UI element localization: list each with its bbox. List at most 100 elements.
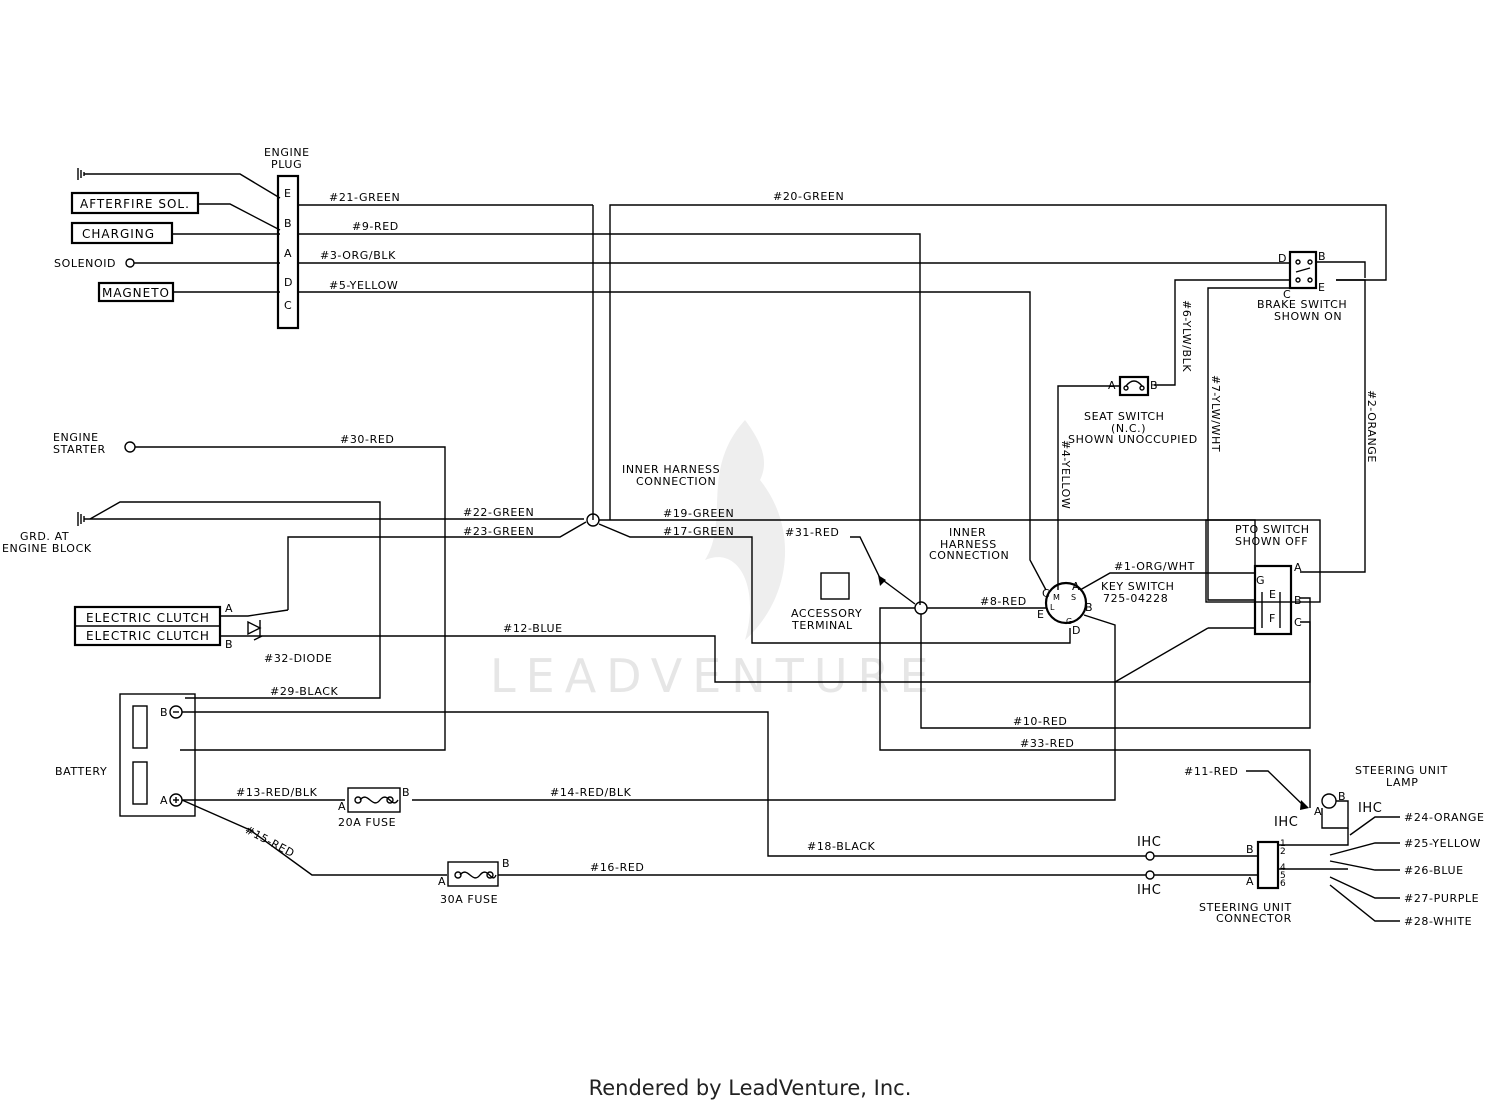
svg-text:G: G	[1066, 617, 1073, 626]
wire-24-label: #24-ORANGE	[1404, 811, 1485, 824]
engine-plug-pin-b: B	[284, 217, 292, 230]
engine-plug-label: ENGINE	[264, 146, 310, 159]
wire-4-label: #4-YELLOW	[1059, 440, 1072, 509]
svg-text:4: 4	[1280, 863, 1286, 873]
wire-18-label: #18-BLACK	[807, 840, 876, 853]
afterfire-sol-label: AFTERFIRE SOL.	[80, 197, 190, 211]
wire-14-label: #14-RED/BLK	[550, 786, 632, 799]
svg-text:E: E	[1318, 281, 1326, 294]
diode-label: #32-DIODE	[264, 652, 332, 665]
brake-switch: D B C E BRAKE SWITCH SHOWN ON	[1257, 250, 1347, 323]
pto-switch-label: PTO SWITCH	[1235, 523, 1310, 536]
wire-30-label: #30-RED	[340, 433, 394, 446]
ihc-point-18	[1145, 851, 1155, 861]
fuse-30a-label: 30A FUSE	[440, 893, 498, 906]
wire-3-label: #3-ORG/BLK	[320, 249, 396, 262]
wire-25-label: #25-YELLOW	[1404, 837, 1481, 850]
ground-label: GRD. AT	[20, 530, 69, 543]
svg-text:B: B	[1338, 790, 1346, 803]
wire-8-label: #8-RED	[980, 595, 1027, 608]
svg-text:E: E	[1269, 588, 1277, 601]
steering-connector-label-2: CONNECTOR	[1216, 912, 1292, 925]
wire-29-label: #29-BLACK	[270, 685, 339, 698]
svg-text:B: B	[502, 857, 510, 870]
wire-15-label: #15-RED	[243, 823, 297, 860]
svg-text:C: C	[1294, 616, 1302, 629]
svg-text:B: B	[160, 706, 168, 719]
engine-starter-label-2: STARTER	[53, 443, 106, 456]
svg-text:C: C	[1283, 288, 1291, 301]
svg-text:B: B	[1246, 843, 1254, 856]
wire-12-label: #12-BLUE	[503, 622, 563, 635]
fuse-20a: A B 20A FUSE	[338, 786, 410, 829]
wire-22-label: #22-GREEN	[463, 506, 534, 519]
seat-switch-label-3: SHOWN UNOCCUPIED	[1068, 433, 1198, 446]
wire-16-label: #16-RED	[590, 861, 644, 874]
wire-23-label: #23-GREEN	[463, 525, 534, 538]
wire-9-label: #9-RED	[352, 220, 399, 233]
seat-switch-label-2: (N.C.)	[1111, 422, 1146, 435]
svg-text:M: M	[1053, 593, 1061, 602]
svg-text:B: B	[1085, 601, 1093, 614]
svg-text:1: 1	[1280, 839, 1286, 849]
ground-symbol-engine-block	[77, 512, 85, 526]
svg-text:6: 6	[1280, 879, 1286, 889]
svg-text:F: F	[1269, 612, 1276, 625]
svg-text:B: B	[1318, 250, 1326, 263]
svg-text:A: A	[1314, 805, 1322, 818]
charging-box	[70, 221, 174, 245]
watermark: LEADVENTURE	[490, 420, 929, 703]
diode-icon	[247, 620, 263, 641]
ihc-label-16: IHC	[1137, 883, 1162, 898]
steering-lamp-icon	[1321, 793, 1337, 809]
steering-lamp-label: STEERING UNIT	[1355, 764, 1448, 777]
ground-symbol-top	[77, 168, 281, 199]
brake-switch-label-2: SHOWN ON	[1274, 310, 1342, 323]
engine-plug-body	[276, 174, 300, 330]
wire-11-arrow-icon	[1300, 800, 1309, 810]
wire-33-label: #33-RED	[1020, 737, 1074, 750]
battery-label: BATTERY	[55, 765, 107, 778]
steering-lamp-label-2: LAMP	[1386, 776, 1418, 789]
fuse-20a-label: 20A FUSE	[338, 816, 396, 829]
wire-6-label: #6-YLW/BLK	[1180, 300, 1193, 372]
charging-label: CHARGING	[82, 227, 155, 241]
wire-21-label: #21-GREEN	[329, 191, 400, 204]
svg-text:A: A	[160, 794, 168, 807]
svg-text:C: C	[1042, 587, 1050, 600]
svg-text:S: S	[1071, 593, 1077, 602]
engine-starter-terminal-icon	[124, 441, 136, 453]
footer-credit: Rendered by LeadVenture, Inc.	[588, 1076, 912, 1100]
wire-20-label: #20-GREEN	[773, 190, 844, 203]
wire-5-label: #5-YELLOW	[329, 279, 398, 292]
wire-13-label: #13-RED/BLK	[236, 786, 318, 799]
key-switch: M L S G A B C D E KEY SWITCH 725-04228	[1037, 580, 1174, 637]
magneto-label: MAGNETO	[102, 286, 170, 300]
ihc-label-18: IHC	[1137, 835, 1162, 850]
wire-2-label: #2-ORANGE	[1365, 390, 1378, 463]
wire-26-label: #26-BLUE	[1404, 864, 1464, 877]
electric-clutch-label-2: ELECTRIC CLUTCH	[86, 629, 210, 643]
solenoid-label: SOLENOID	[54, 257, 116, 270]
solenoid-terminal-icon	[125, 258, 135, 268]
wire-31-label: #31-RED	[785, 526, 839, 539]
svg-text:B: B	[402, 786, 410, 799]
svg-text:E: E	[1037, 608, 1045, 621]
svg-text:B: B	[1294, 594, 1302, 607]
wire-19-label: #19-GREEN	[663, 507, 734, 520]
engine-plug-pin-d: D	[284, 276, 293, 289]
steering-connector-label: STEERING UNIT	[1199, 901, 1292, 914]
wiring-diagram: LEADVENTURE ENGINE PLUG E B A D C AFTERF…	[2, 146, 1485, 928]
engine-plug: ENGINE PLUG E B A D C	[264, 146, 310, 330]
flame-logo-icon	[705, 420, 786, 640]
afterfire-sol-box	[70, 191, 200, 215]
wire-10-label: #10-RED	[1013, 715, 1067, 728]
key-switch-label-2: 725-04228	[1103, 592, 1168, 605]
svg-text:G: G	[1256, 574, 1265, 587]
svg-text:B: B	[1150, 379, 1158, 392]
steering-unit-connector: B A 1 2 4 5 6 STEERING UNIT CONNECTOR	[1199, 839, 1292, 925]
battery: B A BATTERY	[55, 693, 196, 817]
wire-27-label: #27-PURPLE	[1404, 892, 1479, 905]
svg-text:D: D	[1072, 624, 1081, 637]
accessory-terminal-box	[820, 572, 850, 600]
